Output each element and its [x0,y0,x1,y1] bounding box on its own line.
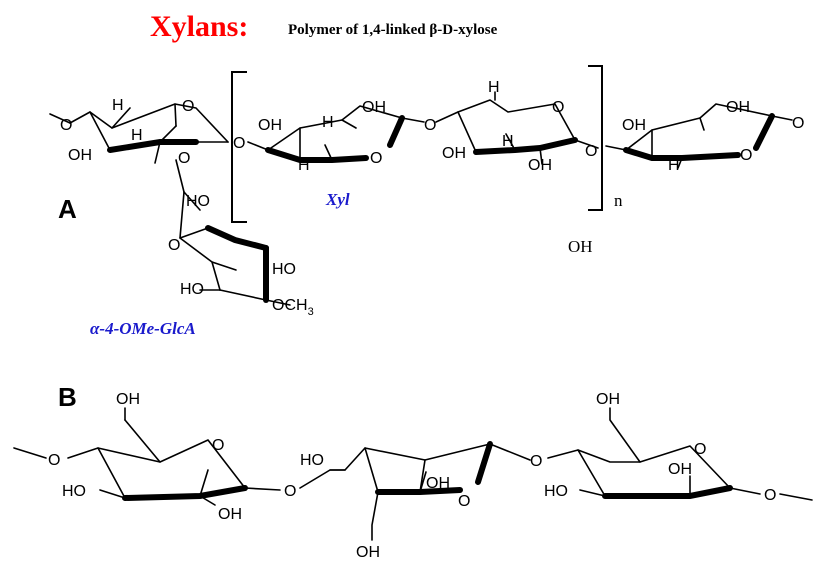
ring3-o-ring: O [552,99,564,116]
b1-oh-top: OH [116,391,140,408]
ring3-h-top: H [488,79,500,96]
b2-oh-bottom: OH [356,544,380,561]
bracket-left [231,71,247,223]
ring1-o-ring: O [182,98,194,115]
xylose-ring-2: OH H OH H O O [247,99,436,174]
xylose-ring-4: OH OH H O O [605,99,804,174]
glca-ho-right: HO [272,261,296,278]
b1-ho-left: HO [62,483,86,500]
b2-ho-left: HO [300,452,324,469]
xyl-unit-label: Xyl [325,190,350,209]
title-subtitle: Polymer of 1,4-linked β-D-xylose [288,22,498,38]
glca-unit-label: α-4-OMe-GlcA [90,319,196,338]
xylose-ring-1: O H H O OH O O [49,97,245,193]
glca-ho-top: HO [186,193,210,210]
ring1-o-link: O [178,150,190,167]
ring3-o-glyco: O [585,143,597,160]
panel-a-structure: O H H O OH O O OH H OH H O O [49,65,804,338]
repeat-n-label: n [614,191,623,210]
ring1-h-top: H [112,97,124,114]
ring1-o-left: O [60,117,72,134]
ring3-oh-left: OH [442,145,466,162]
glucose-ring-b3: OH O HO OH O [544,391,813,504]
ring1-o-glyco: O [233,135,245,152]
ring3-oh-bottom: OH [528,157,552,174]
glucose-ring-b1: O OH O HO OH O [13,391,296,523]
ring3-h-mid: H [502,133,514,150]
ring1-h-mid: H [131,127,143,144]
free-oh-label: OH [568,237,593,256]
glca-o-ring: O [168,237,180,254]
ring4-o-ring: O [740,147,752,164]
glucose-ring-b2: HO OH O OH O [299,441,542,561]
ring2-oh-left: OH [258,117,282,134]
b2-o-ring: O [458,493,470,510]
xylose-ring-3: H O OH H OH O [435,79,599,174]
glca-och3: OCH3 [272,297,314,318]
title-main: Xylans: [150,10,248,43]
b1-o-glyco: O [284,483,296,500]
b3-oh-mid: OH [668,461,692,478]
b2-o-glyco: O [530,453,542,470]
glca-ring: HO O HO HO OCH3 [168,191,314,318]
b3-oh-top: OH [596,391,620,408]
panel-b-structure: O OH O HO OH O HO OH O OH O [13,391,813,561]
ring2-oh-top: OH [362,99,386,116]
ring1-oh: OH [68,147,92,164]
b2-oh-mid: OH [426,475,450,492]
ring2-o-glyco: O [424,117,436,134]
glca-ho-left: HO [180,281,204,298]
ring4-h-bottom: H [668,157,680,174]
ring2-o-ring: O [370,150,382,167]
ring4-o-glyco: O [792,115,804,132]
b1-o-left: O [48,452,60,469]
ring2-h-bottom: H [298,157,310,174]
ring4-oh-top: OH [726,99,750,116]
ring2-h-top: H [322,114,334,131]
b1-oh-bottom: OH [218,506,242,523]
panel-label-a: A [58,194,77,224]
ring4-oh-left: OH [622,117,646,134]
b3-o-glyco: O [764,487,776,504]
panel-label-b: B [58,382,77,412]
b3-o-ring: O [694,441,706,458]
bracket-right [588,65,603,211]
b1-o-ring: O [212,437,224,454]
b3-ho-left: HO [544,483,568,500]
